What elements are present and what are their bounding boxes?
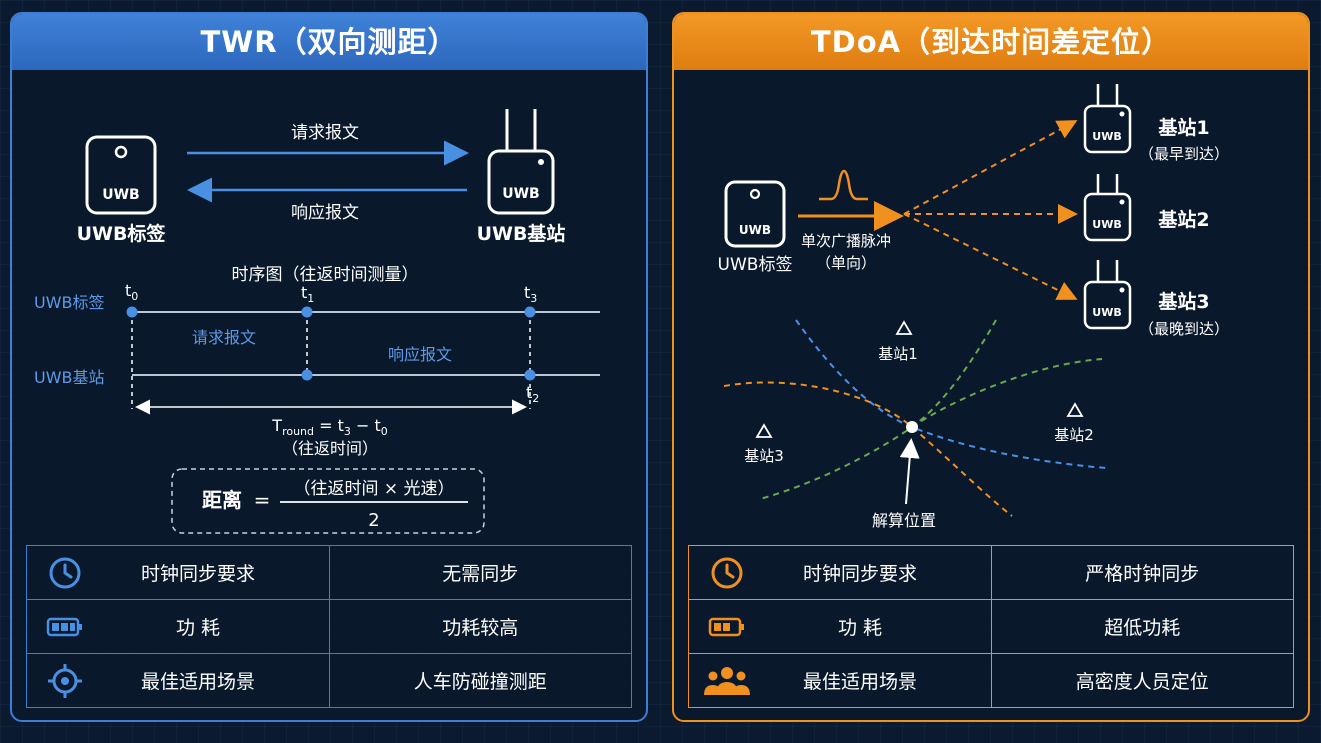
anchor-1-device: UWB — [1083, 84, 1132, 154]
uwb-anchor-device: UWB — [487, 109, 555, 215]
map-anchor-3-label: 基站3 — [744, 447, 784, 465]
row-label: 功 耗 — [175, 617, 221, 639]
timing-title: 时序图（往返时间测量） — [232, 265, 419, 285]
map-anchor-1-label: 基站1 — [878, 345, 918, 363]
row-label: 最佳适用场景 — [140, 671, 255, 693]
t1-point — [301, 306, 313, 318]
table-row: 功 耗 功耗较高 — [26, 599, 632, 654]
table-row: 功 耗 超低功耗 — [688, 599, 1294, 654]
formula-box — [171, 468, 485, 534]
battery-icon — [689, 615, 765, 638]
row-value: 功耗较高 — [328, 599, 632, 654]
tag-device-text: UWB — [102, 187, 139, 203]
table-row: 最佳适用场景 高密度人员定位 — [688, 653, 1294, 708]
seg-request-label: 请求报文 — [192, 328, 256, 347]
uwb-tag-device: UWB — [85, 135, 157, 215]
t0-label: t0 — [125, 281, 138, 303]
t0-point — [126, 306, 138, 318]
broadcast-label: 单次广播脉冲 — [801, 232, 891, 250]
map-anchor-3-icon — [755, 423, 773, 438]
row-value: 人车防碰撞测距 — [328, 653, 632, 708]
broadcast-sublabel: （单向） — [816, 254, 876, 272]
table-row: 时钟同步要求 无需同步 — [26, 545, 632, 600]
anchor-3-device: UWB — [1083, 260, 1132, 330]
round-caption: （往返时间） — [282, 439, 378, 458]
twr-diagram: UWB UWB标签 UWB UWB基站 请求报文 响应报文 时序图（往返时间测量… — [34, 109, 600, 534]
row-label: 最佳适用场景 — [802, 671, 917, 693]
response-msg-label: 响应报文 — [291, 203, 359, 223]
ray-anchor-3 — [903, 213, 1078, 300]
twr-comparison-table: 时钟同步要求 无需同步 功 耗 功耗较高 最佳适用场景 人车防碰撞测距 — [26, 545, 632, 708]
table-row: 时钟同步要求 严格时钟同步 — [688, 545, 1294, 600]
tdoa-panel: TDoA（到达时间差定位） UWB UWB标签 单次广播脉冲 （单向） UWB — [672, 12, 1310, 722]
row-tag-label: UWB标签 — [34, 293, 105, 312]
tag-device-text: UWB — [739, 223, 771, 237]
t1-label: t1 — [301, 283, 314, 305]
row-value: 严格时钟同步 — [990, 545, 1294, 600]
tag-label: UWB标签 — [77, 222, 167, 245]
row-value: 高密度人员定位 — [990, 653, 1294, 708]
anchor-1-name: 基站1 — [1157, 116, 1209, 139]
formula-lhs: 距离 — [202, 488, 242, 512]
tag-label: UWB标签 — [718, 255, 793, 275]
map-anchor-2-icon — [1066, 402, 1084, 417]
solution-arrow — [899, 438, 920, 505]
request-msg-label: 请求报文 — [291, 123, 359, 143]
t2-point — [524, 369, 536, 381]
clock-icon — [27, 556, 103, 590]
clock-icon — [689, 556, 765, 590]
solution-point — [906, 421, 918, 433]
anchor-1-note: （最早到达） — [1139, 145, 1229, 163]
row-label: 时钟同步要求 — [140, 563, 255, 585]
anchor-rx-point — [301, 369, 313, 381]
svg-text:UWB: UWB — [1092, 306, 1121, 319]
formula-numerator: （往返时间 × 光速） — [293, 479, 454, 499]
people-icon — [689, 665, 765, 697]
t3-point — [524, 306, 536, 318]
row-label: 功 耗 — [837, 617, 883, 639]
anchor-2-name: 基站2 — [1157, 208, 1209, 231]
tdoa-diagram: UWB UWB标签 单次广播脉冲 （单向） UWB UWB UWB 基站1 （最… — [718, 84, 1229, 530]
t3-label: t3 — [524, 283, 537, 305]
battery-icon — [27, 615, 103, 638]
ray-anchor-1 — [903, 120, 1078, 215]
hyperbola-blue — [795, 319, 1107, 469]
t2-label: t2 — [526, 383, 539, 405]
row-anchor-label: UWB基站 — [34, 368, 105, 387]
anchor-3-note: （最晚到达） — [1139, 320, 1229, 338]
pulse-icon — [819, 169, 868, 201]
twr-panel: TWR（双向测距） UWB UWB标签 UWB UWB基站 请求报文 响应报文 — [10, 12, 648, 722]
anchor-label: UWB基站 — [477, 222, 566, 245]
tround-formula: Tround = t3 − t0 — [271, 416, 387, 438]
tdoa-title: TDoA（到达时间差定位） — [674, 14, 1308, 70]
hyperbola-green-b — [911, 358, 1103, 428]
tdoa-comparison-table: 时钟同步要求 严格时钟同步 功 耗 超低功耗 最佳适用场景 高密度人员定位 — [688, 545, 1294, 708]
row-value: 无需同步 — [328, 545, 632, 600]
table-row: 最佳适用场景 人车防碰撞测距 — [26, 653, 632, 708]
target-icon — [27, 663, 103, 699]
svg-text:UWB: UWB — [1092, 130, 1121, 143]
anchor-3-name: 基站3 — [1157, 290, 1209, 313]
anchor-device-text: UWB — [502, 186, 539, 202]
formula-denominator: 2 — [368, 510, 379, 531]
solution-label: 解算位置 — [872, 511, 936, 530]
map-anchor-2-label: 基站2 — [1054, 426, 1094, 444]
anchor-2-device: UWB — [1083, 174, 1132, 242]
uwb-tag-device: UWB — [724, 180, 786, 248]
row-value: 超低功耗 — [990, 599, 1294, 654]
map-anchor-1-icon — [895, 320, 913, 335]
row-label: 时钟同步要求 — [802, 563, 917, 585]
twr-title: TWR（双向测距） — [12, 14, 646, 70]
seg-response-label: 响应报文 — [388, 345, 452, 364]
svg-text:UWB: UWB — [1092, 218, 1121, 231]
formula-eq: = — [254, 488, 271, 512]
